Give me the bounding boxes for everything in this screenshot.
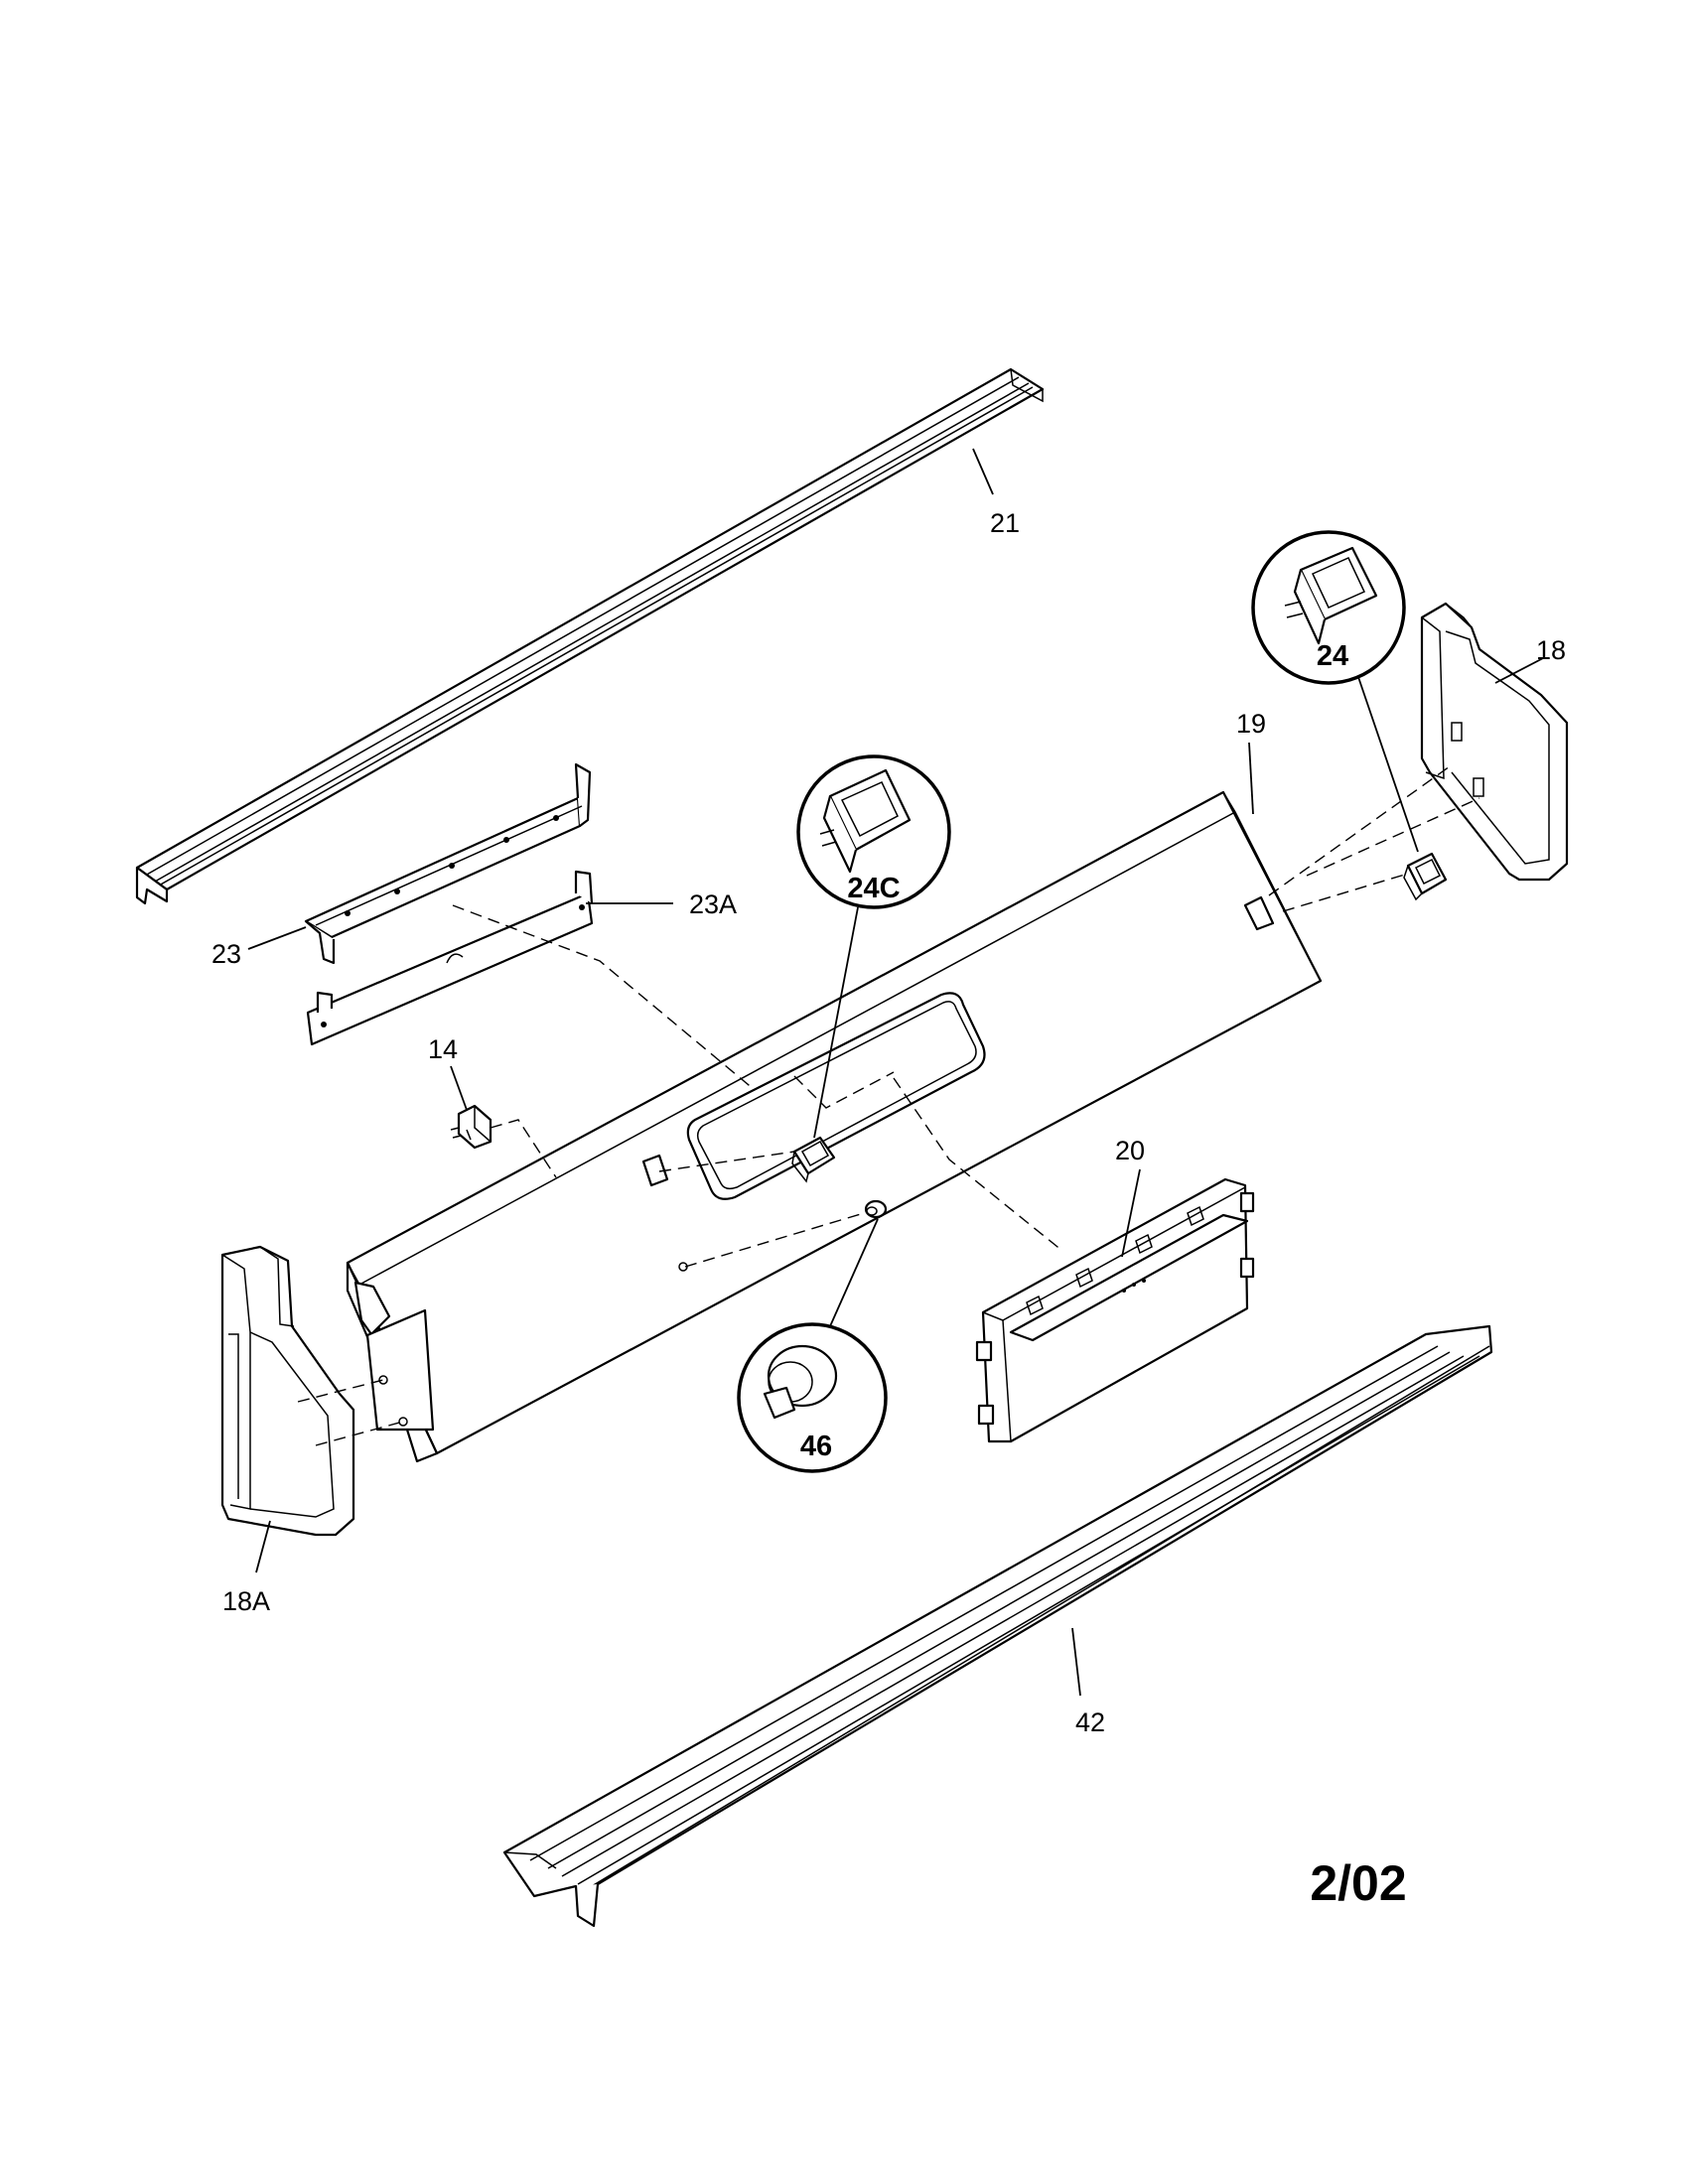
label-23a: 23A (689, 889, 737, 919)
switch-24c-installed (791, 1136, 836, 1183)
callout-24c: 24C (796, 754, 951, 1139)
callout-24: 24 (1251, 530, 1419, 853)
part-19-console-panel (346, 790, 1323, 1463)
label-42: 42 (1075, 1707, 1105, 1737)
leader-lines (247, 448, 1546, 1697)
switch-24-installed (1403, 852, 1448, 901)
part-18-right-end-cap (1420, 602, 1569, 882)
label-46: 46 (800, 1431, 832, 1462)
label-23: 23 (211, 939, 241, 969)
label-14: 14 (428, 1034, 458, 1064)
label-21: 21 (990, 508, 1020, 538)
label-20: 20 (1115, 1136, 1145, 1165)
label-18: 18 (1536, 635, 1566, 665)
part-20-control-board (975, 1177, 1255, 1443)
part-14-clip (450, 1104, 492, 1150)
assembly-dashed-lines (297, 765, 1480, 1446)
part-21-top-trim-rail (135, 367, 1045, 905)
part-18a-left-end-cap (220, 1245, 355, 1537)
callout-46: 46 (737, 1218, 888, 1473)
label-24c: 24C (847, 873, 900, 904)
diagram-code: 2/02 (1310, 1855, 1406, 1911)
part-labels: 21 18 19 23A 23 14 20 18A 42 (211, 508, 1566, 1737)
label-24: 24 (1317, 640, 1348, 672)
part-42-bottom-trim-rail (502, 1324, 1493, 1928)
knob-46-installed (864, 1199, 888, 1219)
label-18a: 18A (222, 1586, 270, 1616)
part-23a-bracket (306, 870, 594, 1046)
part-23-bracket (304, 762, 592, 965)
label-19: 19 (1236, 709, 1266, 739)
